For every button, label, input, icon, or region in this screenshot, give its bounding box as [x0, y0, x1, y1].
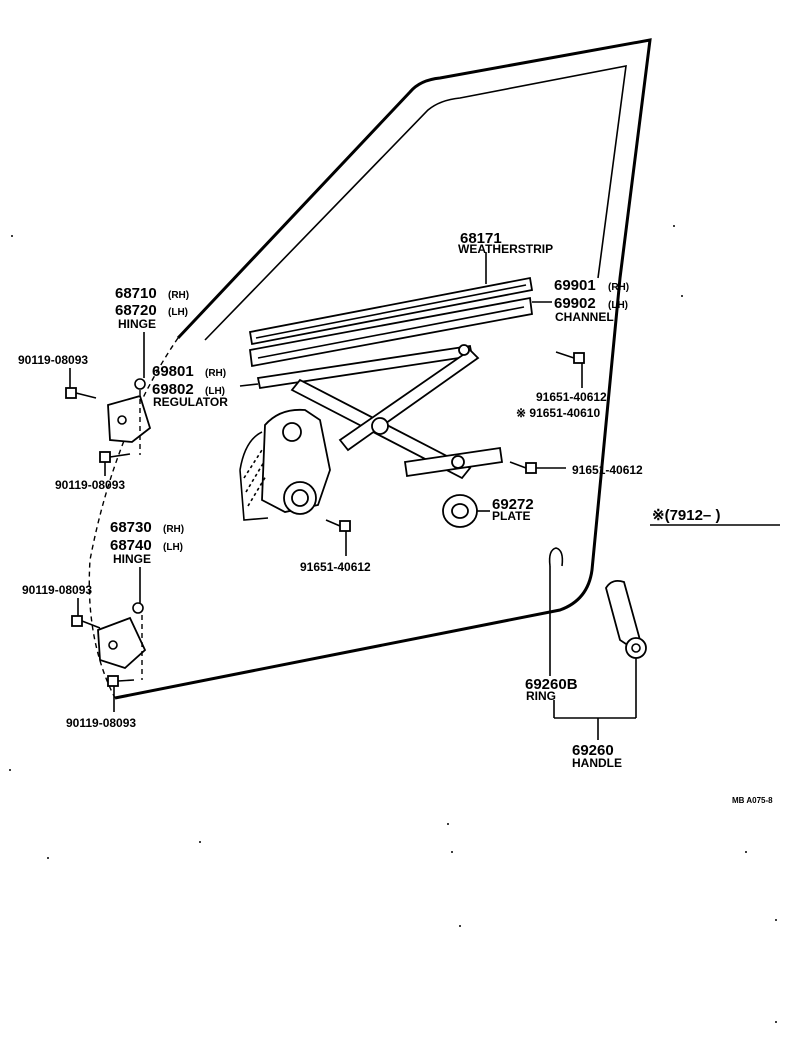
channel-lh-tag: (LH) [608, 300, 628, 311]
regulator-rh-number: 69801 [152, 363, 194, 380]
date-note: ※(7912– ) [652, 507, 720, 524]
part-labels: 68171 WEATHERSTRIP 68710 (RH) 68720 (LH)… [18, 230, 773, 805]
leader-lines [69, 332, 780, 740]
door-outline [88, 38, 652, 700]
hinge-lower-lh-number: 68740 [110, 537, 152, 554]
hinge-lower [97, 602, 147, 680]
hinge-upper-name: HINGE [118, 317, 156, 331]
regulator-rh-tag: (RH) [205, 368, 226, 379]
bolt-regulator-right-number: 91651-40612 [572, 463, 643, 477]
handle-name: HANDLE [572, 756, 622, 770]
regulator-name: REGULATOR [153, 395, 228, 409]
channel-lh-number: 69902 [554, 295, 596, 312]
hinge-upper-rh-tag: (RH) [168, 290, 189, 301]
hinge-lower-name: HINGE [113, 552, 151, 566]
bolt-lower-bottom-number: 90119-08093 [66, 716, 136, 730]
handle-part [605, 579, 647, 659]
ring-part [548, 547, 564, 567]
bolt-regulator-lower-number: 91651-40612 [300, 560, 371, 574]
bolt-channel-2-number: ※ 91651-40610 [516, 406, 600, 420]
bolts [65, 351, 585, 687]
weatherstrip-name: WEATHERSTRIP [458, 242, 553, 256]
hinge-upper-lh-tag: (LH) [168, 307, 188, 318]
regulator-lh-number: 69802 [152, 381, 194, 398]
regulator-mechanism [239, 344, 504, 521]
reference-code: MB A075-8 [732, 796, 773, 805]
weatherstrip-number: 68171 [460, 230, 502, 247]
plate-name: PLATE [492, 509, 530, 523]
hinge-lower-rh-tag: (RH) [163, 524, 184, 535]
ring-name: RING [526, 689, 556, 703]
plate-part [442, 494, 478, 528]
handle-number: 69260 [572, 742, 614, 759]
bolt-upper-left-number: 90119-08093 [18, 353, 88, 367]
weatherstrip-channel-rails [248, 252, 552, 368]
channel-rh-number: 69901 [554, 277, 596, 294]
scan-speckles [9, 225, 777, 1023]
channel-rh-tag: (RH) [608, 282, 629, 293]
bolt-channel-1-number: 91651-40612 [536, 390, 607, 404]
regulator-lh-tag: (LH) [205, 386, 225, 397]
bolt-upper-hinge-lower-number: 90119-08093 [55, 478, 125, 492]
hinge-lower-lh-tag: (LH) [163, 542, 183, 553]
hinge-upper [107, 378, 152, 455]
ring-number: 69260B [525, 676, 578, 693]
hinge-upper-lh-number: 68720 [115, 302, 157, 319]
hinge-lower-rh-number: 68730 [110, 519, 152, 536]
plate-number: 69272 [492, 496, 534, 513]
bolt-lower-left-number: 90119-08093 [22, 583, 92, 597]
channel-name: CHANNEL [555, 310, 614, 324]
hinge-upper-rh-number: 68710 [115, 285, 157, 302]
